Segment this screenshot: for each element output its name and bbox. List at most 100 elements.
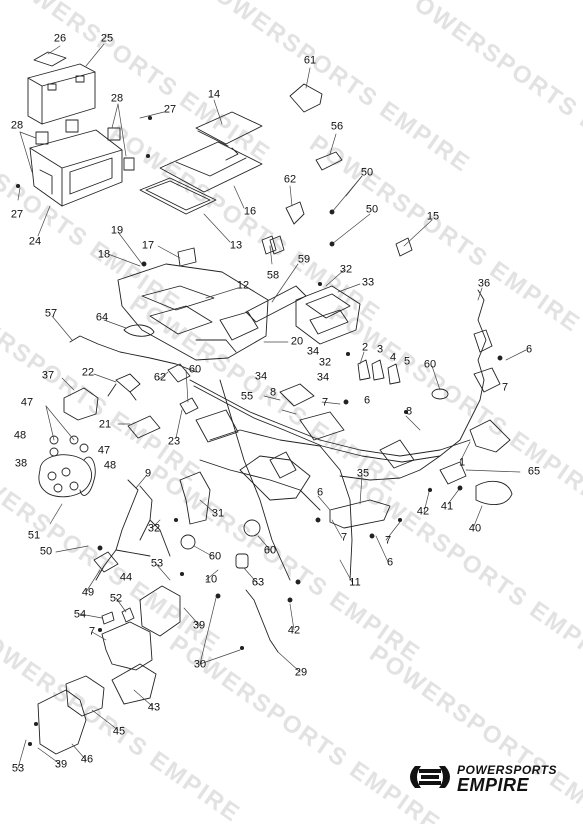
callout-60: 60 (188, 363, 202, 376)
connector-part (473, 367, 501, 393)
callout-56: 56 (330, 120, 344, 133)
main-harness-part (189, 379, 471, 581)
callout-6: 6 (316, 486, 324, 499)
callout-42: 42 (287, 624, 301, 637)
bracket-part (139, 585, 181, 637)
callout-46: 46 (80, 753, 94, 766)
callout-5: 5 (403, 355, 411, 368)
callout-28: 28 (110, 92, 124, 105)
washer-part (79, 443, 89, 453)
callout-34: 34 (306, 345, 320, 358)
grommet-part (431, 388, 449, 400)
callout-6: 6 (363, 394, 371, 407)
horn-part (475, 480, 513, 505)
callout-40: 40 (468, 522, 482, 535)
callout-54: 54 (73, 608, 87, 621)
seat-gasket-part (139, 177, 217, 215)
connector-part (167, 363, 191, 383)
callout-8: 8 (405, 405, 413, 418)
callout-16: 16 (243, 205, 257, 218)
callout-45: 45 (112, 725, 126, 738)
callout-34: 34 (316, 371, 330, 384)
callout-61: 61 (303, 54, 317, 67)
wire-part (115, 519, 171, 557)
relay-part (93, 551, 119, 573)
bracket-part (101, 621, 153, 671)
sensor-wire-part (69, 335, 197, 373)
callout-13: 13 (229, 239, 243, 252)
callout-65: 65 (527, 465, 541, 478)
callout-44: 44 (119, 571, 133, 584)
callout-35: 35 (356, 467, 370, 480)
callout-14: 14 (207, 88, 221, 101)
bracket-part (179, 397, 199, 415)
callout-2: 2 (361, 341, 369, 354)
callout-52: 52 (109, 592, 123, 605)
bracket-part (285, 201, 305, 225)
callout-50: 50 (365, 203, 379, 216)
callout-55: 55 (240, 390, 254, 403)
callout-32: 32 (339, 263, 353, 276)
callout-50: 50 (360, 166, 374, 179)
callout-27: 27 (163, 103, 177, 116)
seat-plate-part (195, 111, 263, 147)
grommet-part (180, 534, 196, 550)
callout-19: 19 (110, 224, 124, 237)
callout-23: 23 (167, 435, 181, 448)
callout-7: 7 (501, 381, 509, 394)
callout-9: 9 (144, 467, 152, 480)
callout-60: 60 (423, 358, 437, 371)
mount-hole (53, 483, 63, 493)
callout-7: 7 (321, 396, 329, 409)
callout-53: 53 (150, 557, 164, 570)
sensor-part (395, 237, 413, 257)
leader-lines (17, 43, 527, 769)
callout-32: 32 (318, 356, 332, 369)
callout-24: 24 (28, 235, 42, 248)
connector-part (469, 419, 511, 453)
callout-39: 39 (54, 758, 68, 771)
callout-34: 34 (254, 370, 268, 383)
connector-part (473, 329, 493, 353)
callout-38: 38 (14, 457, 28, 470)
callout-58: 58 (266, 269, 280, 282)
callout-4: 4 (389, 351, 397, 364)
washer-part (49, 435, 59, 445)
strap-part (245, 589, 279, 653)
callout-42: 42 (416, 505, 430, 518)
brand-name-bottom: EMPIRE (457, 775, 530, 795)
seat-cover-part (159, 141, 263, 193)
sensor-part (107, 373, 141, 401)
mount-hole (69, 481, 79, 491)
powersports-empire-logo: POWERSPORTS EMPIRE (405, 760, 577, 795)
fuse-part (261, 235, 285, 255)
callout-29: 29 (294, 666, 308, 679)
cap-part (235, 553, 249, 569)
callout-6: 6 (386, 556, 394, 569)
mount-hole (47, 471, 57, 481)
callout-6: 6 (525, 343, 533, 356)
callout-51: 51 (27, 529, 41, 542)
callout-41: 41 (440, 500, 454, 513)
callout-63: 63 (251, 576, 265, 589)
callout-1: 1 (458, 456, 466, 469)
connector-part (439, 461, 467, 485)
battery-part (27, 51, 96, 125)
callout-18: 18 (97, 248, 111, 261)
callout-47: 47 (20, 396, 34, 409)
callout-11: 11 (349, 576, 361, 589)
bracket-part (65, 675, 105, 717)
wire-part (79, 456, 96, 496)
callout-10: 10 (204, 573, 218, 586)
callout-59: 59 (297, 253, 311, 266)
callout-50: 50 (39, 545, 53, 558)
brand-name-top: POWERSPORTS (457, 763, 557, 777)
callout-33: 33 (361, 276, 375, 289)
battery-tray-part (29, 119, 135, 207)
callout-21: 21 (98, 418, 112, 431)
callout-26: 26 (53, 32, 67, 45)
clip-part (101, 611, 115, 625)
relay-row-part (357, 359, 401, 385)
